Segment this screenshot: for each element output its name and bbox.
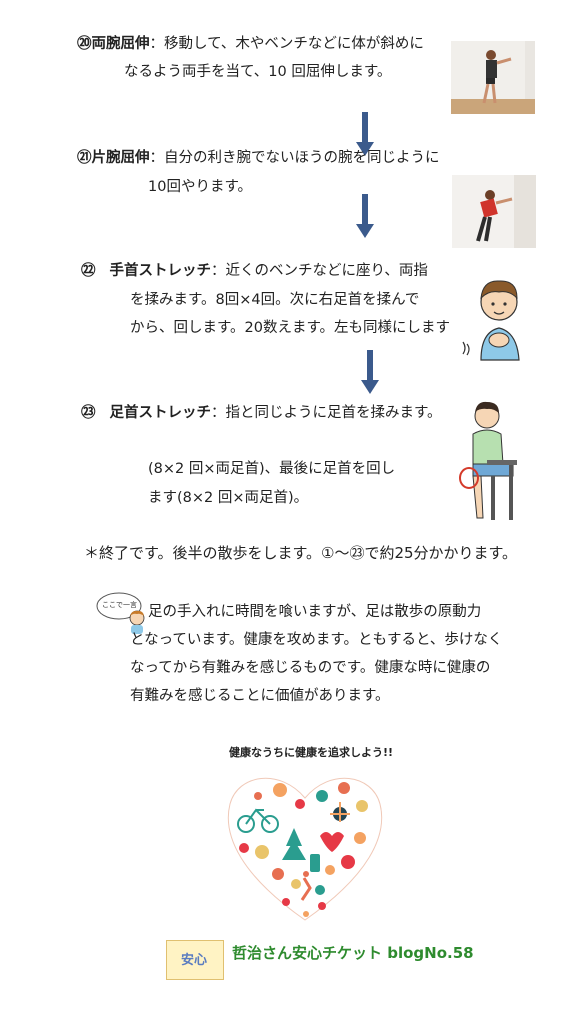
step20-photo xyxy=(451,41,535,114)
down-arrow-icon xyxy=(356,194,374,238)
step22-label: 手首ストレッチ xyxy=(109,263,212,279)
step22-line3: から、回します。20数えます。左も同様にします xyxy=(130,320,451,336)
commenter-avatar xyxy=(126,609,148,635)
step22-illustration xyxy=(459,272,537,364)
ticket-logo-text: 安心 xyxy=(181,953,208,968)
step21-label: ㉑片腕屈伸 xyxy=(77,150,150,166)
step22-line2: を揉みます。8回×4回。次に右足首を揉んで xyxy=(130,292,420,308)
speech-bubble: ここで一言 xyxy=(96,591,142,621)
step22-text1: ：近くのベンチなどに座り、両指 xyxy=(211,263,428,279)
comment-line3: なってから有難みを感じるものです。健康な時に健康の xyxy=(130,660,491,676)
end-note: ＊終了です。後半の散歩をします。①～㉓で約25分かかります。 xyxy=(84,544,518,562)
speech-bubble-text: ここで一言 xyxy=(102,601,137,609)
down-arrow-icon xyxy=(361,350,379,394)
heart-caption: 健康なうちに健康を追求しよう!! xyxy=(229,746,394,759)
step23-label: 足首ストレッチ xyxy=(109,405,212,421)
health-heart-illustration xyxy=(222,766,388,924)
step21-line1: ㉑片腕屈伸：自分の利き腕でないほうの腕を同じように xyxy=(77,148,440,168)
down-arrow-icon xyxy=(356,112,374,156)
step22-num: ㉒ xyxy=(81,263,96,279)
step20-line1: ⑳両腕屈伸：移動して、木やベンチなどに体が斜めに xyxy=(77,34,424,54)
step23-num: ㉓ xyxy=(81,405,96,421)
comment-line2: となっています。健康を攻めます。ともすると、歩けなく xyxy=(130,632,503,648)
step23-line2: (8×2 回×両足首)、最後に足首を回し xyxy=(148,461,396,477)
step23-text1: ：指と同じように足首を揉みます。 xyxy=(211,405,442,421)
step21-text1: ：自分の利き腕でないほうの腕を同じように xyxy=(149,150,440,166)
step20-line2: なるよう両手を当て、10 回屈伸します。 xyxy=(124,64,392,80)
anshin-ticket-logo: 安心 xyxy=(166,940,224,980)
step23-illustration xyxy=(447,398,529,526)
step20-label: ⑳両腕屈伸 xyxy=(77,36,150,52)
comment-line1: 足の手入れに時間を喰いますが、足は散歩の原動力 xyxy=(148,604,482,620)
step23-line3: ます(8×2 回×両足首)。 xyxy=(148,490,309,506)
step21-photo xyxy=(452,175,536,248)
blog-title[interactable]: 哲治さん安心チケット blogNo.58 xyxy=(232,944,474,962)
step21-line2: 10回やります。 xyxy=(148,179,253,195)
comment-line4: 有難みを感じることに価値があります。 xyxy=(130,688,390,704)
step20-text1: ：移動して、木やベンチなどに体が斜めに xyxy=(149,36,424,52)
